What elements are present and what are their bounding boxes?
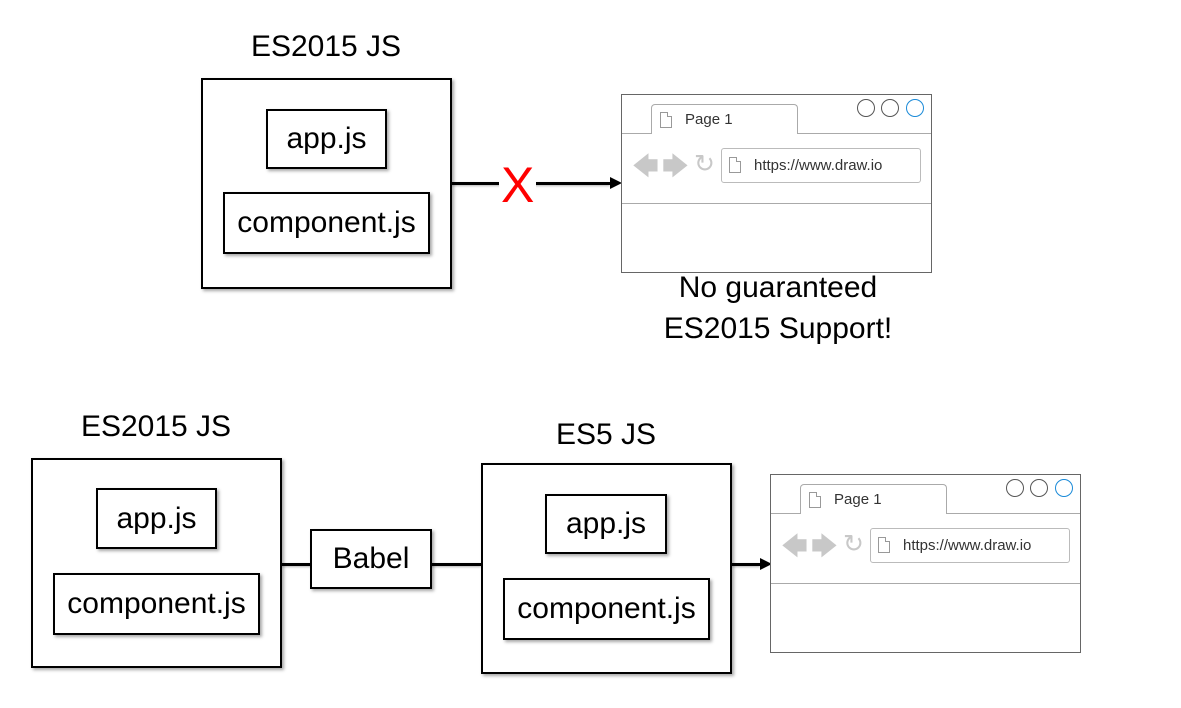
back-arrow-icon[interactable]: 🡄 <box>781 531 808 561</box>
top-caption-line2: ES2015 Support! <box>663 312 893 345</box>
top-group-title: ES2015 JS <box>250 30 402 63</box>
page-icon <box>729 157 741 173</box>
window-button-icon[interactable] <box>906 99 924 117</box>
bottom-source-file-app: app.js <box>96 488 217 549</box>
page-icon <box>809 492 821 508</box>
page-icon <box>878 537 890 553</box>
bottom-output-file-app: app.js <box>545 494 667 554</box>
back-arrow-icon[interactable]: 🡄 <box>632 151 659 181</box>
window-button-icon[interactable] <box>1030 479 1048 497</box>
bottom-browser-tab[interactable]: Page 1 <box>800 484 947 514</box>
bottom-source-title: ES2015 JS <box>80 410 232 443</box>
window-button-icon[interactable] <box>881 99 899 117</box>
top-file-app: app.js <box>266 109 387 169</box>
top-browser-tab-label: Page 1 <box>685 111 733 128</box>
top-caption-line1: No guaranteed <box>678 271 878 304</box>
top-arrowhead <box>610 177 622 189</box>
bottom-connector <box>732 563 760 566</box>
window-button-icon[interactable] <box>1006 479 1024 497</box>
bottom-browser-tab-label: Page 1 <box>834 491 882 508</box>
bottom-arrowhead <box>760 558 772 570</box>
babel-transpiler-box: Babel <box>310 529 432 589</box>
top-browser-toolbar-line <box>622 203 931 204</box>
blocked-x-mark: X <box>499 157 537 213</box>
bottom-browser-window: Page 1 🡄 🡆 ↻ https://www.draw.io <box>770 474 1081 653</box>
page-icon <box>660 112 672 128</box>
forward-arrow-icon[interactable]: 🡆 <box>662 151 689 181</box>
bottom-output-title: ES5 JS <box>555 418 657 451</box>
top-browser-tab[interactable]: Page 1 <box>651 104 798 134</box>
forward-arrow-icon[interactable]: 🡆 <box>811 531 838 561</box>
bottom-output-file-component: component.js <box>503 578 710 640</box>
reload-icon[interactable]: ↻ <box>694 150 715 178</box>
bottom-browser-url-bar[interactable]: https://www.draw.io <box>870 528 1070 563</box>
bottom-browser-url-text: https://www.draw.io <box>903 537 1032 554</box>
reload-icon[interactable]: ↻ <box>843 530 864 558</box>
top-browser-window: Page 1 🡄 🡆 ↻ https://www.draw.io <box>621 94 932 273</box>
window-button-icon[interactable] <box>1055 479 1073 497</box>
top-browser-url-bar[interactable]: https://www.draw.io <box>721 148 921 183</box>
bottom-source-file-component: component.js <box>53 573 260 635</box>
window-button-icon[interactable] <box>857 99 875 117</box>
top-file-component: component.js <box>223 192 430 254</box>
top-browser-url-text: https://www.draw.io <box>754 157 883 174</box>
bottom-browser-toolbar-line <box>771 583 1080 584</box>
